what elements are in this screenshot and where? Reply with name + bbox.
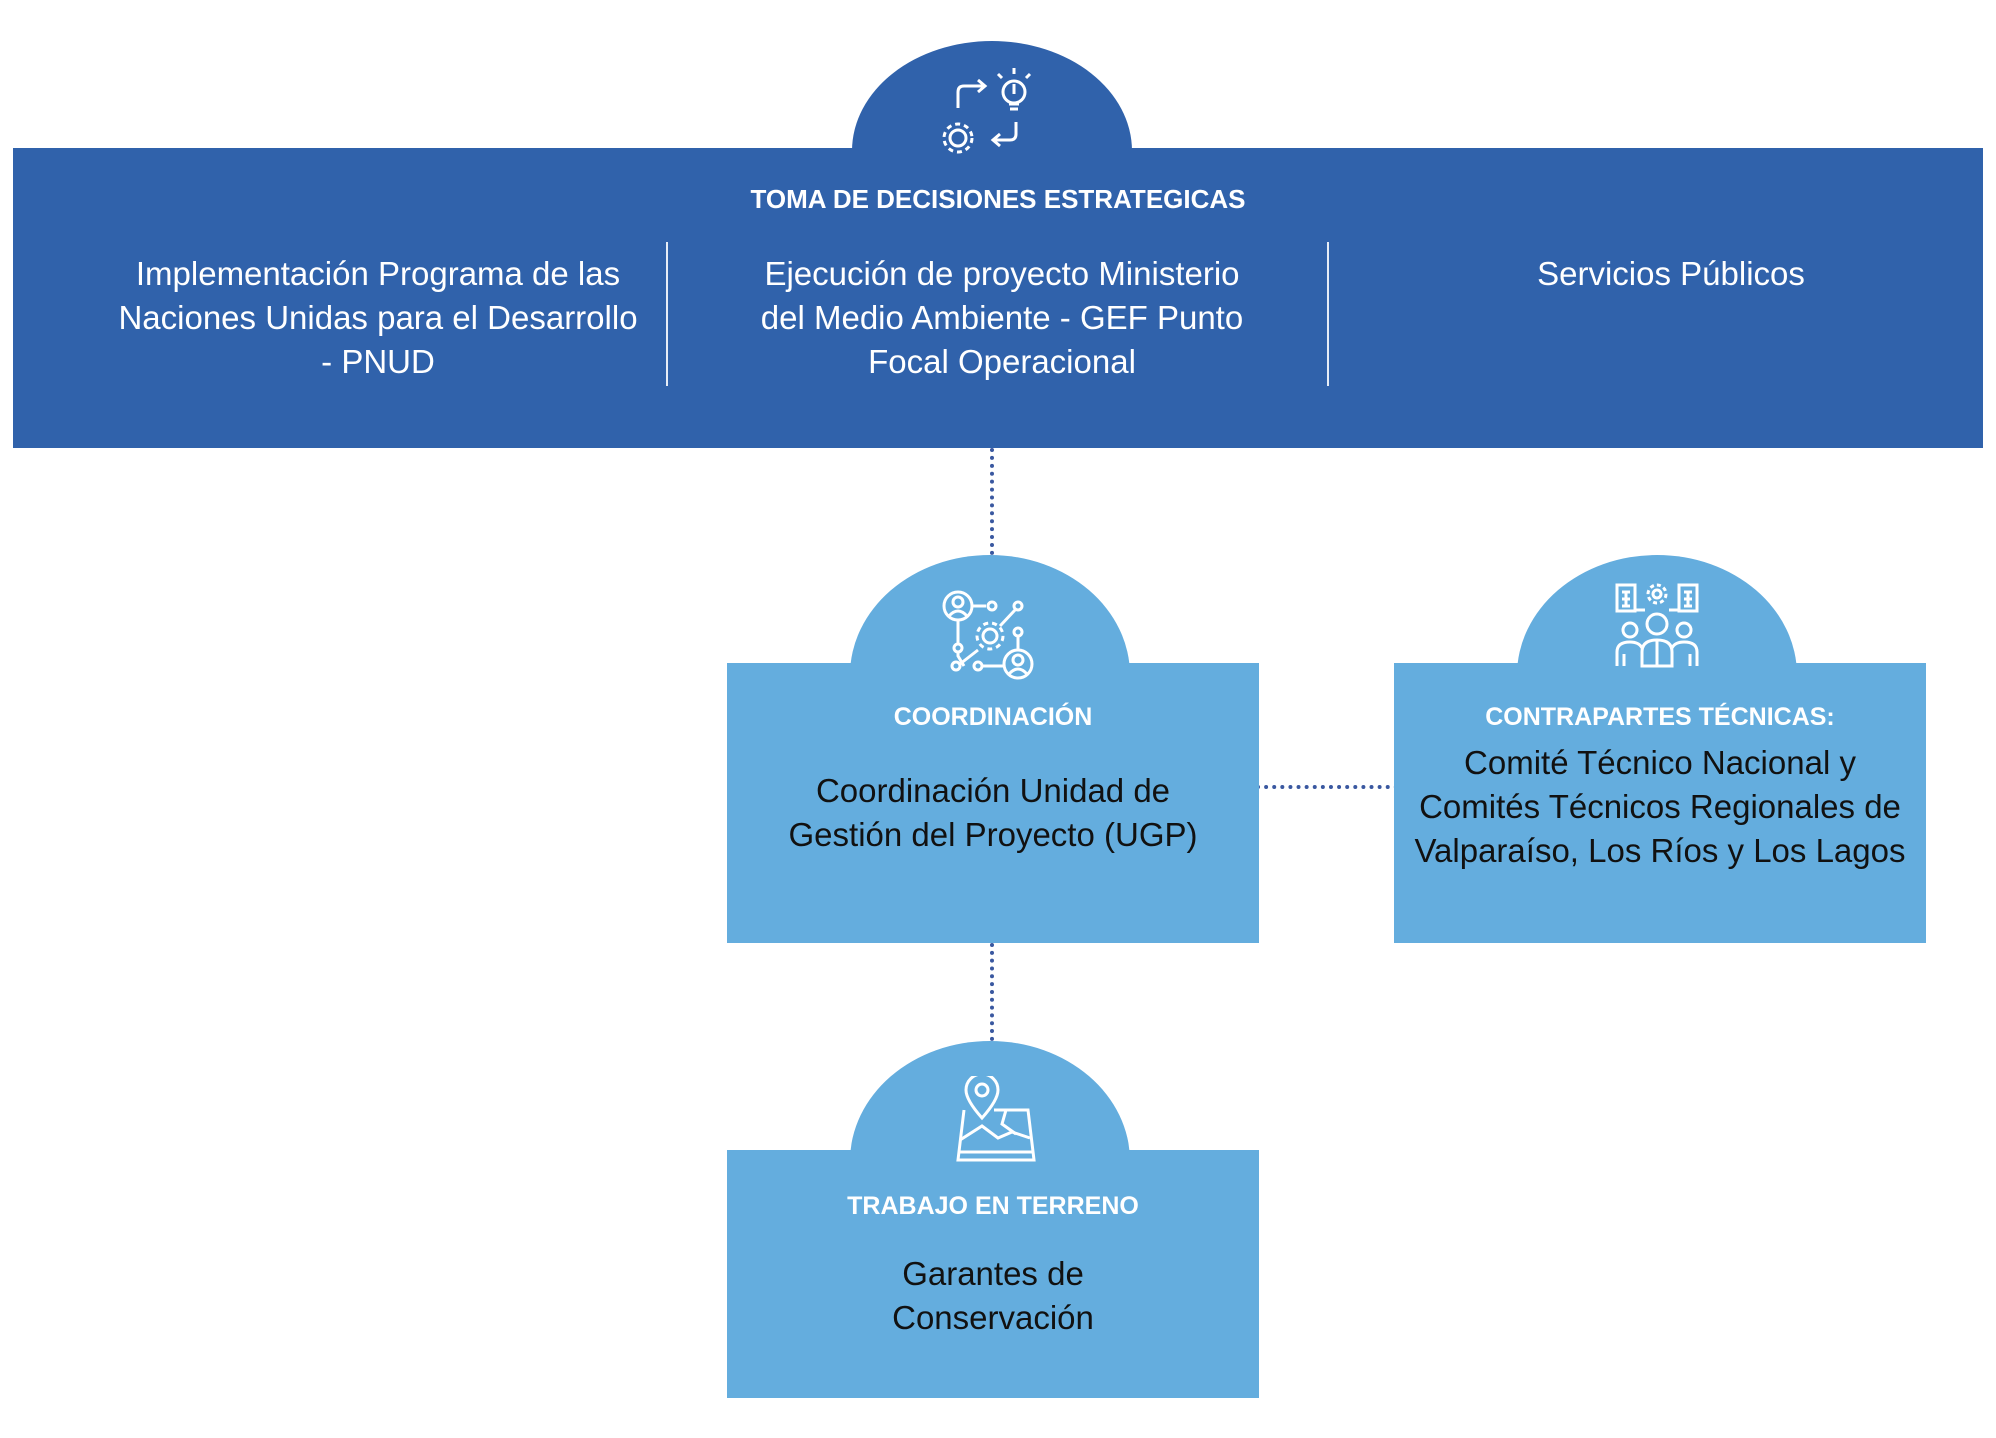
coordination-label: COORDINACIÓN <box>893 703 1093 731</box>
strategic-title: TOMA DE DECISIONES ESTRATEGICAS <box>750 184 1246 214</box>
team-gear-icon <box>1614 582 1700 668</box>
counterparts-box: CONTRAPARTES TÉCNICAS: Comité Técnico Na… <box>1394 663 1926 943</box>
column-divider <box>666 242 668 386</box>
connector-coordination-to-fieldwork <box>990 943 994 1041</box>
fieldwork-text: Garantes de Conservación <box>892 1255 1094 1336</box>
strategic-decisions-panel: TOMA DE DECISIONES ESTRATEGICAS Implemen… <box>13 148 1983 448</box>
connector-coordination-to-counterparts <box>1256 785 1398 789</box>
ideas-process-icon <box>936 60 1036 160</box>
coordination-box: COORDINACIÓN Coordinación Unidad de Gest… <box>727 663 1259 943</box>
strategic-column-mma: Ejecución de proyecto Ministerio del Med… <box>760 255 1244 380</box>
strategic-column-services: Servicios Públicos <box>1537 255 1805 292</box>
column-divider <box>1327 242 1329 386</box>
counterparts-text: Comité Técnico Nacional y Comités Técnic… <box>1414 744 1906 869</box>
coordination-text: Coordinación Unidad de Gestión del Proye… <box>788 772 1198 853</box>
fieldwork-label: TRABAJO EN TERRENO <box>847 1192 1139 1220</box>
connector-top-to-coordination <box>990 448 994 555</box>
counterparts-label: CONTRAPARTES TÉCNICAS: <box>1485 703 1835 731</box>
map-pin-icon <box>954 1076 1038 1164</box>
strategic-column-pnud: Implementación Programa de las Naciones … <box>118 255 638 380</box>
network-people-gear-icon <box>938 588 1038 680</box>
fieldwork-box: TRABAJO EN TERRENO Garantes de Conservac… <box>727 1150 1259 1398</box>
